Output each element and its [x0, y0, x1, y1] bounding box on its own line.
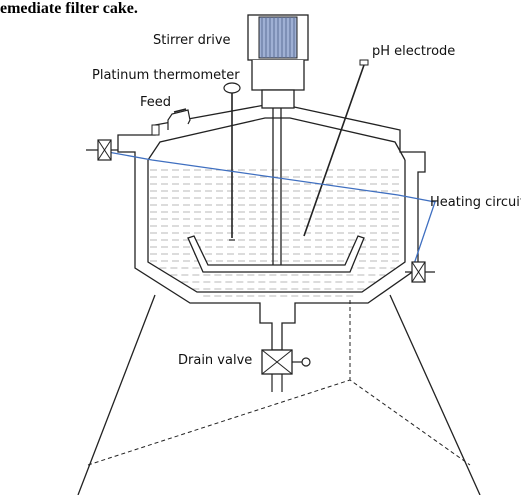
ph-electrode	[303, 59, 369, 237]
header-fragment: emediate filter cake.	[0, 0, 138, 17]
label-platinum-thermometer: Platinum thermometer	[92, 68, 240, 83]
vessel-inner-wall	[147, 160, 406, 293]
heating-circuit-line	[107, 151, 436, 271]
label-drain-valve: Drain valve	[178, 353, 252, 368]
label-feed: Feed	[140, 95, 171, 110]
label-ph-electrode: pH electrode	[372, 44, 455, 59]
heating-inlet-valve	[86, 139, 118, 161]
heating-outlet-valve	[405, 261, 435, 283]
support-frame	[77, 294, 481, 495]
platinum-thermometer	[223, 82, 241, 241]
stirrer-drive-unit	[247, 14, 309, 109]
liquid-fill	[150, 169, 399, 297]
stirrer-paddle	[187, 235, 365, 273]
vessel-lid	[147, 117, 406, 161]
vessel-outer-wall	[117, 104, 426, 351]
label-stirrer-drive: Stirrer drive	[153, 33, 231, 48]
feed-port	[151, 108, 191, 136]
drain-valve	[261, 349, 311, 392]
stirrer-shaft	[272, 108, 282, 268]
label-heating-circuit: Heating circuit	[430, 195, 521, 210]
